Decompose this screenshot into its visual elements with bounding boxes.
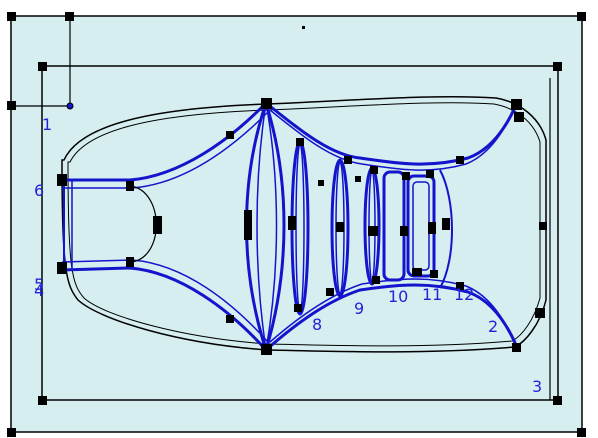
node-top-right[interactable] bbox=[511, 99, 522, 110]
node-left-lower[interactable] bbox=[57, 262, 67, 274]
label-1: 1 bbox=[42, 115, 52, 134]
node-lens-left-mid[interactable] bbox=[244, 210, 252, 240]
left-lobe-upper-curve bbox=[62, 101, 268, 182]
node-rib11-top-right[interactable] bbox=[426, 170, 434, 178]
inner-selection-frame[interactable] bbox=[41, 65, 559, 401]
node-rib10-mid[interactable] bbox=[368, 226, 378, 236]
frame-handle-br[interactable] bbox=[577, 428, 586, 437]
node-rib9-bottom[interactable] bbox=[326, 288, 334, 296]
node-lobe-lower[interactable] bbox=[126, 257, 134, 267]
node-rib9-top[interactable] bbox=[344, 156, 352, 164]
label-2: 2 bbox=[488, 317, 498, 336]
node-rib-extra-1[interactable] bbox=[318, 180, 324, 186]
frame-handle-tr[interactable] bbox=[577, 12, 586, 21]
inner-handle-tr[interactable] bbox=[553, 62, 562, 71]
left-lobe-lower-curve-2 bbox=[61, 259, 269, 343]
node-lower-curve[interactable] bbox=[226, 315, 234, 323]
bottom-funnel-curve-2 bbox=[269, 278, 513, 343]
inner-handle-tl[interactable] bbox=[38, 62, 47, 71]
rib-12-curve bbox=[439, 169, 453, 289]
left-lobe-upper-curve-2 bbox=[62, 111, 269, 189]
label-6: 6 bbox=[34, 181, 44, 200]
node-upper-curve[interactable] bbox=[226, 131, 234, 139]
node-rib11-top[interactable] bbox=[402, 172, 410, 180]
label-9: 9 bbox=[354, 299, 364, 318]
inner-handle-br[interactable] bbox=[553, 396, 562, 405]
node-right-lower[interactable] bbox=[535, 308, 545, 318]
node-rib8-mid[interactable] bbox=[288, 216, 296, 230]
node-top-right-2[interactable] bbox=[514, 112, 524, 122]
label-12: 12 bbox=[454, 285, 474, 304]
control-handles[interactable] bbox=[7, 12, 586, 437]
frame-handle-bl[interactable] bbox=[7, 428, 16, 437]
bottom-funnel-curve bbox=[265, 283, 518, 352]
node-rib11-bottom[interactable] bbox=[412, 268, 422, 276]
frame-handle-t1[interactable] bbox=[65, 12, 74, 21]
node-rib10-bottom[interactable] bbox=[372, 276, 380, 284]
top-funnel-curve bbox=[265, 101, 518, 166]
label-3: 3 bbox=[532, 377, 542, 396]
label-11: 11 bbox=[422, 285, 442, 304]
node-rib12-mid[interactable] bbox=[442, 218, 450, 230]
node-lens-bottom[interactable] bbox=[261, 344, 272, 355]
lens-left-curve-2 bbox=[256, 102, 267, 351]
node-rib-extra-2[interactable] bbox=[355, 176, 361, 182]
node-rib8-top[interactable] bbox=[296, 138, 304, 146]
lens-right-curve-2 bbox=[265, 102, 278, 351]
label-8: 8 bbox=[312, 315, 322, 334]
frame-handle-tl[interactable] bbox=[7, 12, 16, 21]
inner-handle-bl[interactable] bbox=[38, 396, 47, 405]
rib-9-outline[interactable] bbox=[330, 158, 350, 298]
node-rib12-top[interactable] bbox=[456, 156, 464, 164]
top-funnel-curve-2 bbox=[269, 109, 513, 171]
center-marker bbox=[302, 26, 305, 29]
anchor-point-1[interactable] bbox=[66, 102, 74, 110]
node-rib10-top[interactable] bbox=[370, 166, 378, 174]
node-left-upper[interactable] bbox=[57, 174, 67, 186]
node-right-mid[interactable] bbox=[539, 222, 547, 230]
node-rib12-bottom[interactable] bbox=[456, 282, 464, 290]
node-rib11-left-mid[interactable] bbox=[400, 226, 408, 236]
lens-right-curve bbox=[264, 102, 286, 351]
label-4: 4 bbox=[34, 281, 44, 300]
node-rib11-right-mid[interactable] bbox=[428, 222, 436, 234]
node-lens-top[interactable] bbox=[261, 98, 272, 109]
label-5: 5 bbox=[34, 275, 44, 294]
node-rib11-bottom-right[interactable] bbox=[430, 270, 438, 278]
label-10: 10 bbox=[388, 287, 408, 306]
frame-handle-l1[interactable] bbox=[7, 101, 16, 110]
node-lobe-mid[interactable] bbox=[153, 216, 162, 234]
node-rib9-mid[interactable] bbox=[336, 222, 344, 232]
left-lobe-lower-curve bbox=[61, 266, 268, 352]
point-labels: 1 2 3 4 5 6 8 9 10 11 12 bbox=[34, 115, 542, 396]
node-lobe-upper[interactable] bbox=[126, 181, 134, 191]
node-rib8-bottom[interactable] bbox=[294, 304, 302, 312]
node-bottom-right[interactable] bbox=[512, 343, 521, 352]
